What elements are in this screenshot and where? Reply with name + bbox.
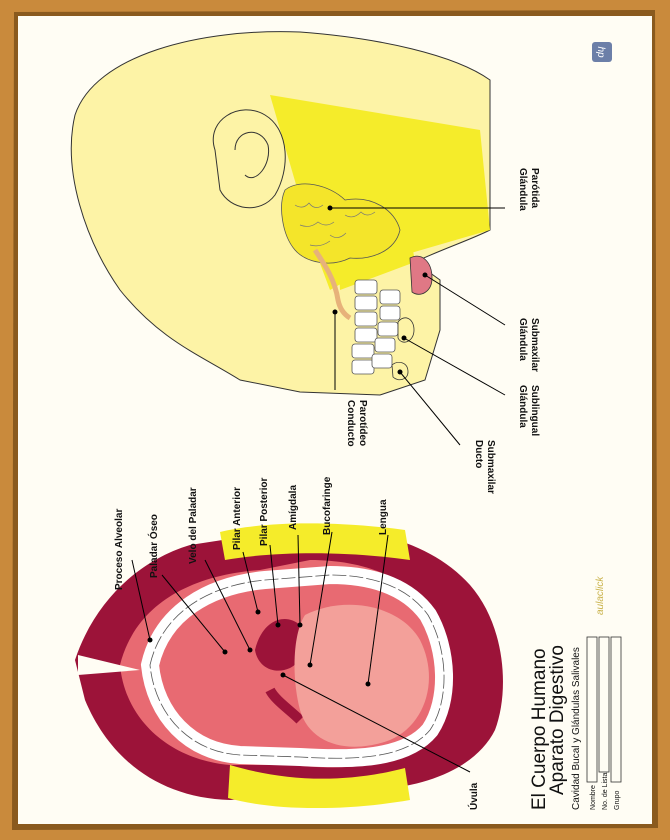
svg-text:Glándula: Glándula <box>517 168 528 211</box>
parotid-duct <box>312 248 352 321</box>
submandibular-gland <box>409 255 433 295</box>
head-teeth <box>351 279 401 375</box>
dot-submaxilar <box>422 272 428 278</box>
leader-bucofaringe <box>309 531 333 666</box>
label-glandula-parotida: Glándula Parótida <box>517 168 540 211</box>
lower-lip-band <box>228 765 410 809</box>
ear-inner <box>234 131 270 178</box>
tongue <box>294 604 429 747</box>
leader-sublingual <box>403 337 506 396</box>
pillar <box>265 687 304 724</box>
label-pilar-anterior: Pilar Anterior <box>232 487 243 550</box>
dot-pilar-posterior <box>275 622 281 628</box>
teeth-outline <box>149 574 445 759</box>
leader-amigdala <box>297 534 301 626</box>
label-lengua: Lengua <box>378 499 389 535</box>
dot-conducto <box>332 309 338 315</box>
svg-text:Glándula: Glándula <box>517 318 528 361</box>
mouth-diagram <box>75 523 503 809</box>
sublingual-gland <box>397 317 415 343</box>
dot-ducto <box>397 369 403 375</box>
svg-text:hp: hp <box>595 46 606 58</box>
label-proceso-alveolar: Proceso Alveolar <box>114 509 125 590</box>
dot-parotid <box>327 205 333 211</box>
svg-text:aulaclick: aulaclick <box>595 576 606 615</box>
leader-uvula <box>282 674 471 773</box>
svg-text:Parotídeo: Parotídeo <box>357 400 368 446</box>
field-lista-label: No. de Lista <box>602 773 609 810</box>
leader-pilar-anterior <box>242 551 259 613</box>
ear <box>212 109 286 209</box>
svg-text:Submaxilar: Submaxilar <box>485 440 496 494</box>
leader-alveolar <box>131 559 151 641</box>
label-uvula: Úvula <box>467 782 480 810</box>
label-velo-paladar: Velo del Paladar <box>188 487 199 564</box>
field-grupo-box[interactable] <box>610 636 622 783</box>
dot-bucofaringe <box>307 662 313 668</box>
leader-ducto <box>399 371 461 446</box>
svg-text:Ducto: Ducto <box>473 440 484 468</box>
label-conducto-parotideo: Conducto Parotídeo <box>345 400 368 447</box>
leader-velo <box>204 559 251 651</box>
dot-lengua <box>365 681 371 687</box>
leader-submaxilar <box>424 274 506 326</box>
field-nombre-box[interactable] <box>586 636 598 783</box>
dot-uvula <box>280 672 286 678</box>
leader-paladar <box>161 574 226 653</box>
field-grupo-label: Grupo <box>614 790 621 810</box>
subtitle-text: Aparato Digestivo <box>547 645 568 795</box>
svg-text:Parótida: Parótida <box>529 168 540 208</box>
dot-alveolar <box>147 637 153 643</box>
dot-sublingual <box>401 335 407 341</box>
title-text: El Cuerpo Humano <box>529 648 550 810</box>
dot-velo <box>247 647 253 653</box>
upper-lip-band <box>220 523 410 560</box>
dot-amigdala <box>297 622 303 628</box>
leader-pilar-posterior <box>269 544 279 626</box>
dot-pilar-anterior <box>255 609 261 615</box>
leader-lengua <box>367 534 389 685</box>
throat <box>255 618 306 671</box>
field-nombre-label: Nombre <box>590 785 597 810</box>
parotid-texture <box>294 202 376 247</box>
label-glandula-sublingual: Glándula Sublingual <box>517 385 540 436</box>
svg-text:Glándula: Glándula <box>517 385 528 428</box>
frenum-gap <box>78 655 140 675</box>
label-glandula-submaxilar: Glándula Submaxilar <box>517 318 540 372</box>
label-ducto-submaxilar: Ducto Submaxilar <box>473 440 496 494</box>
svg-text:Submaxilar: Submaxilar <box>529 318 540 372</box>
topic-text: Cavidad Bucal y Glándulas Salivales <box>571 647 582 810</box>
svg-text:Sublingual: Sublingual <box>529 385 540 436</box>
label-amigdala: Amígdala <box>288 485 299 530</box>
field-lista-box[interactable] <box>598 636 610 773</box>
label-pilar-posterior: Pilar Posterior <box>259 478 270 546</box>
aulaclick-logo: aulaclick <box>595 576 606 615</box>
svg-text:Conducto: Conducto <box>345 400 356 447</box>
parotid-gland <box>281 183 401 264</box>
label-bucofaringe: Bucofaringe <box>322 476 333 535</box>
dot-paladar <box>222 649 228 655</box>
head-diagram <box>70 31 506 446</box>
title-block: El Cuerpo Humano Aparato Digestivo Cavid… <box>529 636 622 810</box>
hp-logo: hp <box>592 42 612 62</box>
label-paladar-oseo: Paladar Óseo <box>147 514 160 578</box>
